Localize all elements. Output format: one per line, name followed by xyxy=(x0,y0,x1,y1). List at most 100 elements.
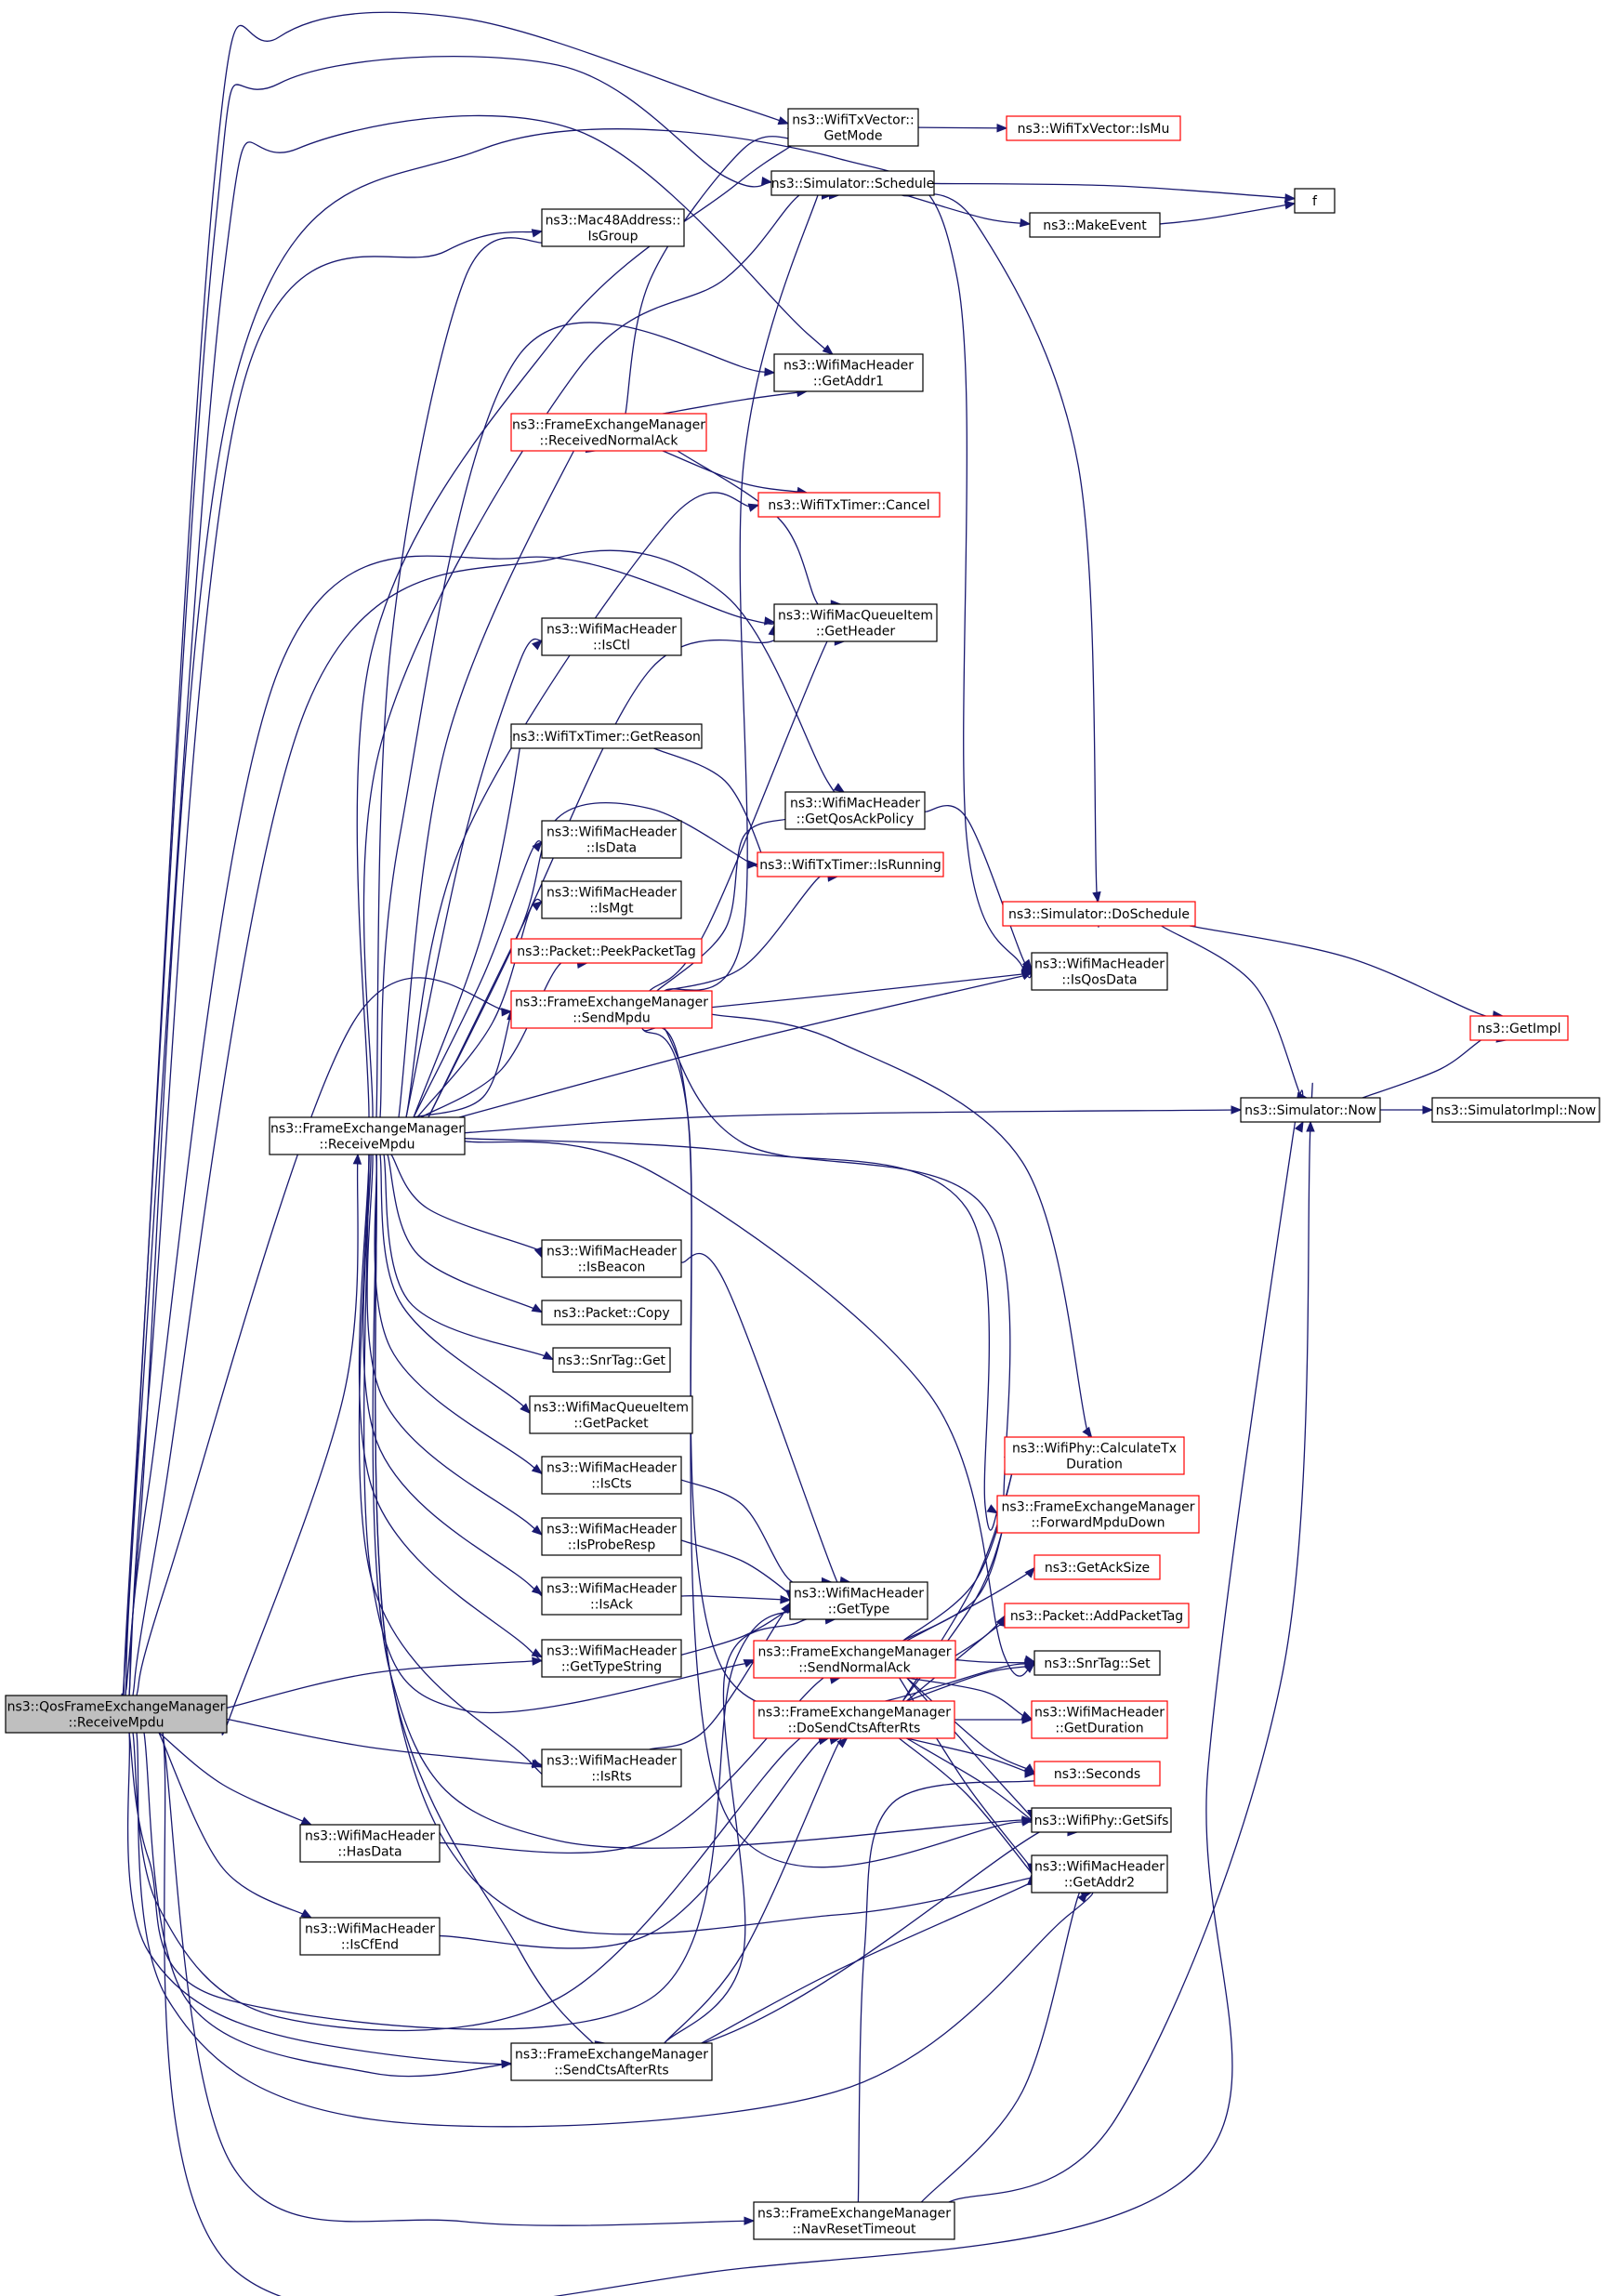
edge-fem_receivednormalack-to-queueitem_getheader xyxy=(677,450,842,612)
node-hdr-ismgt[interactable]: ns3::WifiMacHeader::IsMgt xyxy=(541,880,682,919)
edge-fem_dosendctsafterrts-to-hdr_getaddr2 xyxy=(898,1737,1037,1880)
node-queueitem-getheader[interactable]: ns3::WifiMacQueueItem::GetHeader xyxy=(773,603,938,642)
node-fem-navresettimeout[interactable]: ns3::FrameExchangeManager::NavResetTimeo… xyxy=(753,2201,955,2240)
node-box xyxy=(510,990,713,1029)
node-hdr-isqosdata[interactable]: ns3::WifiMacHeader::IsQosData xyxy=(1031,952,1168,991)
node-txtimer-isrunning[interactable]: ns3::WifiTxTimer::IsRunning xyxy=(757,851,944,877)
node-label: ::GetTypeString xyxy=(561,1660,662,1675)
node-label: ns3::WifiPhy::GetSifs xyxy=(1034,1814,1169,1828)
node-label: ns3::WifiMacHeader xyxy=(546,1523,677,1537)
node-label: ns3::QosFrameExchangeManager xyxy=(7,1700,226,1715)
node-box xyxy=(773,353,924,392)
edge-root-to-fem_dosendctsafterrts xyxy=(132,1725,830,2032)
node-label: Duration xyxy=(1066,1458,1123,1472)
edge-fem_receivempdu-to-hdr_getaddr2 xyxy=(375,1154,1047,1935)
node-f[interactable]: f xyxy=(1294,188,1336,214)
node-box xyxy=(1469,1015,1569,1041)
edge-fem_receivempdu-to-txtimer_isrunning xyxy=(428,801,763,1118)
node-label: ns3::FrameExchangeManager xyxy=(515,996,708,1010)
node-fem-sendnormalack[interactable]: ns3::FrameExchangeManager::SendNormalAck xyxy=(753,1640,956,1679)
node-packet-copy[interactable]: ns3::Packet::Copy xyxy=(541,1300,682,1326)
edge-root-to-fem_sendctsafterrts xyxy=(143,1732,513,2078)
node-hdr-isdata[interactable]: ns3::WifiMacHeader::IsData xyxy=(541,820,682,859)
node-txtimer-getreason[interactable]: ns3::WifiTxTimer::GetReason xyxy=(510,723,703,749)
node-sim-schedule[interactable]: ns3::Simulator::Schedule xyxy=(770,170,935,196)
node-simimpl-now[interactable]: ns3::SimulatorImpl::Now xyxy=(1431,1097,1600,1123)
node-box xyxy=(510,2042,713,2081)
node-label: ns3::Simulator::Now xyxy=(1244,1103,1376,1118)
node-hdr-iscts[interactable]: ns3::WifiMacHeader::IsCts xyxy=(541,1456,682,1495)
node-packet-addpackettag[interactable]: ns3::Packet::AddPacketTag xyxy=(1004,1603,1190,1629)
node-sim-doschedule[interactable]: ns3::Simulator::DoSchedule xyxy=(1002,901,1196,927)
node-hdr-isack[interactable]: ns3::WifiMacHeader::IsAck xyxy=(541,1577,682,1616)
node-queueitem-getpacket[interactable]: ns3::WifiMacQueueItem::GetPacket xyxy=(529,1395,693,1434)
node-label: ::GetHeader xyxy=(816,625,896,640)
node-box xyxy=(1294,188,1336,214)
node-root[interactable]: ns3::QosFrameExchangeManager::ReceiveMpd… xyxy=(5,1695,228,1734)
edge-fem_sendmpdu-to-txtimer_isrunning xyxy=(664,870,839,992)
node-label: GetMode xyxy=(823,129,882,144)
node-fem-receivempdu[interactable]: ns3::FrameExchangeManager::ReceiveMpdu xyxy=(269,1116,466,1155)
node-hdr-isproberesp[interactable]: ns3::WifiMacHeader::IsProbeResp xyxy=(541,1517,682,1556)
node-label: ::ReceivedNormalAck xyxy=(540,434,679,449)
node-label: ::SendMpdu xyxy=(573,1011,650,1026)
node-fem-forwardmpdudown[interactable]: ns3::FrameExchangeManager::ForwardMpduDo… xyxy=(996,1495,1200,1534)
node-hdr-getqosackpolicy[interactable]: ns3::WifiMacHeader::GetQosAckPolicy xyxy=(784,791,926,830)
node-getacksize[interactable]: ns3::GetAckSize xyxy=(1033,1554,1161,1580)
edge-fem_receivempdu-to-queueitem_getheader xyxy=(428,624,783,1118)
edge-hdr_isack-to-hdr_gettype xyxy=(680,1595,792,1604)
node-txvector-ismu[interactable]: ns3::WifiTxVector::IsMu xyxy=(1006,115,1181,141)
node-txvector-getmode[interactable]: ns3::WifiTxVector::GetMode xyxy=(787,108,919,147)
edge-fem_receivempdu-to-hdr_isdata xyxy=(413,839,543,1118)
edge-fem_receivempdu-to-hdr_isrts xyxy=(358,1154,546,1777)
node-hdr-getduration[interactable]: ns3::WifiMacHeader::GetDuration xyxy=(1031,1700,1168,1739)
node-hdr-isbeacon[interactable]: ns3::WifiMacHeader::IsBeacon xyxy=(541,1239,682,1278)
node-mac48-isgroup[interactable]: ns3::Mac48Address::IsGroup xyxy=(541,208,685,247)
node-fem-dosendctsafterrts[interactable]: ns3::FrameExchangeManager::DoSendCtsAfte… xyxy=(753,1700,955,1739)
node-hdr-isrts[interactable]: ns3::WifiMacHeader::IsRts xyxy=(541,1748,682,1788)
node-box xyxy=(510,413,707,452)
node-label: ::IsCfEnd xyxy=(341,1938,399,1953)
node-hdr-iscfend[interactable]: ns3::WifiMacHeader::IsCfEnd xyxy=(299,1917,441,1956)
node-fem-sendmpdu[interactable]: ns3::FrameExchangeManager::SendMpdu xyxy=(510,990,713,1029)
edge-fem_sendmpdu-to-fem_forwardmpdudown xyxy=(664,1027,1011,1531)
node-fem-receivednormalack[interactable]: ns3::FrameExchangeManager::ReceivedNorma… xyxy=(510,413,707,452)
node-packet-peekpackettag[interactable]: ns3::Packet::PeekPacketTag xyxy=(510,938,703,964)
node-box xyxy=(541,820,682,859)
node-label: ns3::SnrTag::Set xyxy=(1044,1656,1151,1671)
node-label: ::IsProbeResp xyxy=(568,1538,656,1553)
edge-sim_schedule-to-sim_doschedule xyxy=(902,192,1101,928)
node-label: ns3::WifiMacHeader xyxy=(546,1245,677,1260)
node-label: ns3::WifiMacHeader xyxy=(305,1829,435,1844)
node-box xyxy=(1431,1097,1600,1123)
node-seconds[interactable]: ns3::Seconds xyxy=(1033,1761,1161,1787)
node-hdr-getaddr2[interactable]: ns3::WifiMacHeader::GetAddr2 xyxy=(1031,1854,1168,1894)
node-box xyxy=(510,723,703,749)
node-label: ns3::MakeEvent xyxy=(1043,218,1147,233)
node-hdr-gettype[interactable]: ns3::WifiMacHeader::GetType xyxy=(789,1581,928,1620)
node-makeevent[interactable]: ns3::MakeEvent xyxy=(1029,212,1161,238)
edge-fem_dosendctsafterrts-to-phy_getsifs xyxy=(906,1737,1036,1825)
node-label: ns3::SimulatorImpl::Now xyxy=(1436,1103,1597,1118)
node-label: ns3::WifiTxTimer::IsRunning xyxy=(759,858,941,873)
node-getimpl[interactable]: ns3::GetImpl xyxy=(1469,1015,1569,1041)
node-hdr-getaddr1[interactable]: ns3::WifiMacHeader::GetAddr1 xyxy=(773,353,924,392)
edge-fem_receivednormalack-to-txtimer_cancel xyxy=(662,450,809,496)
node-hdr-gettypestring[interactable]: ns3::WifiMacHeader::GetTypeString xyxy=(541,1639,682,1678)
node-label: ns3::WifiMacQueueItem xyxy=(778,609,933,624)
node-label: ns3::WifiTxVector:: xyxy=(792,113,914,128)
node-label: ns3::Packet::Copy xyxy=(553,1306,669,1321)
edge-sim_doschedule-to-sim_now xyxy=(1161,925,1309,1106)
node-label: ns3::WifiMacQueueItem xyxy=(533,1401,689,1416)
node-hdr-isctl[interactable]: ns3::WifiMacHeader::IsCtl xyxy=(541,617,682,656)
edge-root-to-hdr_getaddr1 xyxy=(125,114,836,1696)
node-hdr-hasdata[interactable]: ns3::WifiMacHeader::HasData xyxy=(299,1824,441,1863)
node-fem-sendctsafterrts[interactable]: ns3::FrameExchangeManager::SendCtsAfterR… xyxy=(510,2042,713,2081)
node-snrtag-get[interactable]: ns3::SnrTag::Get xyxy=(552,1347,671,1373)
node-txtimer-cancel[interactable]: ns3::WifiTxTimer::Cancel xyxy=(757,492,941,518)
node-phy-getsifs[interactable]: ns3::WifiPhy::GetSifs xyxy=(1031,1807,1172,1833)
node-sim-now[interactable]: ns3::Simulator::Now xyxy=(1240,1097,1381,1123)
node-box xyxy=(1006,115,1181,141)
node-snrtag-set[interactable]: ns3::SnrTag::Set xyxy=(1033,1650,1161,1676)
